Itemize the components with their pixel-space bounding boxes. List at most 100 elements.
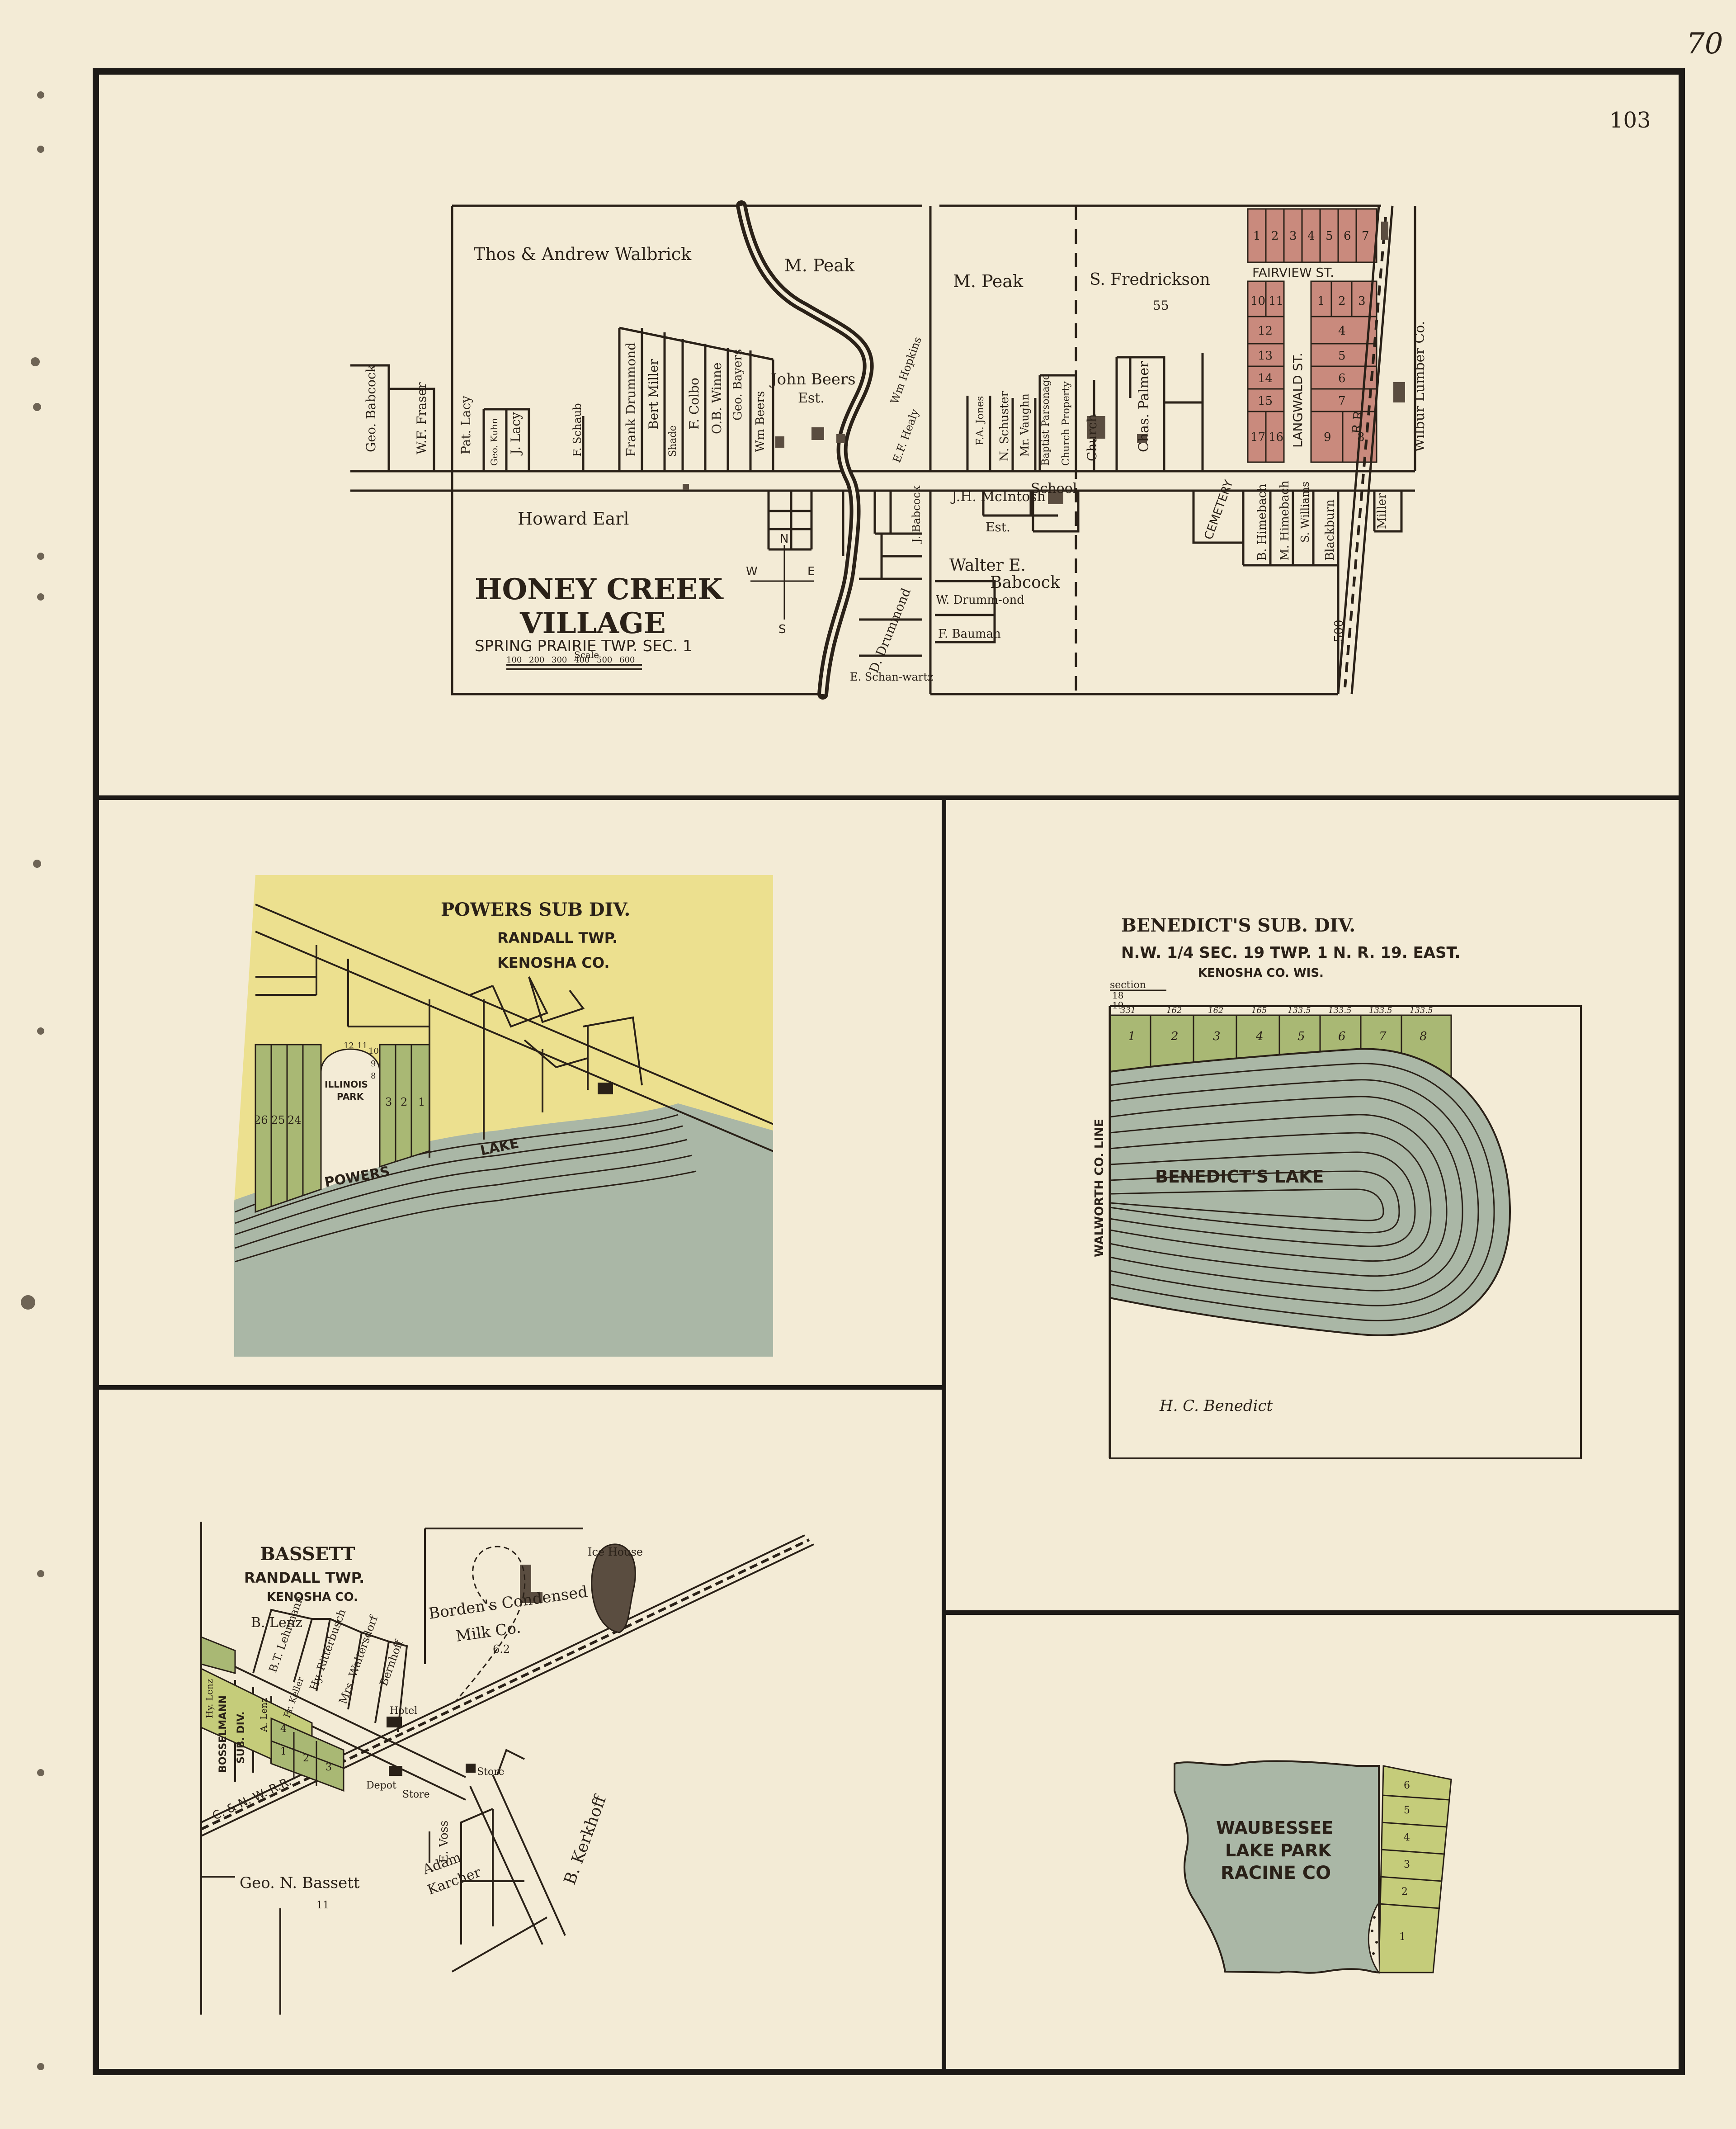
svg-text:M. Peak: M. Peak bbox=[784, 255, 855, 275]
svg-text:S. Williams: S. Williams bbox=[1299, 482, 1311, 543]
svg-text:162: 162 bbox=[1166, 1006, 1182, 1015]
svg-text:10: 10 bbox=[368, 1046, 379, 1056]
svg-text:13: 13 bbox=[1258, 349, 1273, 363]
svg-text:2: 2 bbox=[1338, 294, 1346, 308]
page-number: 103 bbox=[1609, 108, 1651, 133]
svg-text:133.5: 133.5 bbox=[1328, 1006, 1352, 1015]
bassett-line3: KENOSHA CO. bbox=[267, 1590, 358, 1604]
svg-text:BOSSELMANN: BOSSELMANN bbox=[217, 1695, 229, 1773]
svg-text:8: 8 bbox=[1420, 1030, 1427, 1043]
svg-text:F. Colbo: F. Colbo bbox=[687, 378, 702, 430]
powers-line3: KENOSHA CO. bbox=[497, 954, 610, 971]
milk-co-track bbox=[456, 1546, 526, 1701]
ice-house-pond bbox=[591, 1543, 636, 1633]
svg-text:11: 11 bbox=[357, 1041, 368, 1050]
svg-text:12: 12 bbox=[1258, 324, 1273, 338]
svg-text:1: 1 bbox=[1317, 294, 1325, 308]
honey-creek-title-2: VILLAGE bbox=[519, 606, 666, 640]
svg-text:Ice House: Ice House bbox=[588, 1546, 643, 1558]
page-frame bbox=[93, 68, 1685, 2075]
svg-text:LANGWALD ST.: LANGWALD ST. bbox=[1290, 353, 1305, 448]
svg-text:2: 2 bbox=[1170, 1030, 1179, 1043]
svg-text:500: 500 bbox=[1332, 620, 1346, 642]
svg-text:Shade: Shade bbox=[667, 426, 679, 457]
svg-text:200: 200 bbox=[529, 655, 544, 665]
benedict-lot-numbers: 1 2 3 4 5 6 7 8 bbox=[1128, 1030, 1427, 1043]
svg-text:7: 7 bbox=[1338, 394, 1346, 408]
svg-text:17: 17 bbox=[1250, 431, 1265, 444]
svg-text:165: 165 bbox=[1251, 1006, 1267, 1015]
svg-text:School: School bbox=[1031, 481, 1077, 497]
svg-text:Walter E.: Walter E. bbox=[949, 556, 1026, 575]
powers-line2: RANDALL TWP. bbox=[497, 929, 618, 946]
svg-text:Babcock: Babcock bbox=[990, 573, 1061, 592]
powers-title: POWERS SUB DIV. bbox=[441, 899, 630, 920]
svg-text:26: 26 bbox=[254, 1114, 268, 1126]
powers-building bbox=[598, 1083, 613, 1094]
svg-text:Mr. Vaughn: Mr. Vaughn bbox=[1019, 393, 1031, 457]
waubessee-line1: WAUBESSEE bbox=[1216, 1818, 1333, 1838]
svg-text:Depot: Depot bbox=[366, 1780, 396, 1791]
svg-text:Geo. N. Bassett: Geo. N. Bassett bbox=[240, 1874, 360, 1892]
svg-text:14: 14 bbox=[1258, 372, 1273, 385]
svg-text:F. Schaub: F. Schaub bbox=[571, 403, 584, 457]
svg-text:E. Schan-wartz: E. Schan-wartz bbox=[850, 671, 934, 683]
svg-text:Bert Miller: Bert Miller bbox=[646, 359, 661, 430]
svg-text:Chas. Palmer: Chas. Palmer bbox=[1136, 361, 1152, 452]
svg-text:Est.: Est. bbox=[986, 520, 1010, 535]
svg-text:133.5: 133.5 bbox=[1410, 1006, 1433, 1015]
compass-n: N bbox=[780, 532, 788, 546]
svg-text:John Beers: John Beers bbox=[769, 370, 856, 388]
svg-text:SUB. DIV.: SUB. DIV. bbox=[236, 1712, 247, 1764]
svg-text:3: 3 bbox=[1404, 1859, 1410, 1870]
svg-text:55: 55 bbox=[1153, 298, 1169, 313]
svg-text:16: 16 bbox=[1269, 431, 1283, 444]
walworth-county-line: WALWORTH CO. LINE bbox=[1093, 1119, 1106, 1257]
svg-text:4: 4 bbox=[1338, 324, 1346, 338]
svg-text:6: 6 bbox=[1344, 229, 1351, 243]
svg-text:E. Voss: E. Voss bbox=[437, 1821, 451, 1863]
svg-text:400: 400 bbox=[574, 655, 590, 665]
svg-text:Howard Earl: Howard Earl bbox=[518, 509, 629, 529]
svg-text:2: 2 bbox=[401, 1096, 407, 1108]
svg-text:25: 25 bbox=[271, 1114, 285, 1126]
svg-text:4: 4 bbox=[1255, 1030, 1264, 1043]
honey-creek-subtitle: SPRING PRAIRIE TWP. SEC. 1 bbox=[475, 637, 693, 655]
svg-text:133.5: 133.5 bbox=[1288, 1006, 1311, 1015]
svg-text:2: 2 bbox=[303, 1753, 309, 1764]
svg-text:8: 8 bbox=[371, 1071, 376, 1081]
waubessee-land bbox=[1174, 1760, 1380, 1974]
svg-text:N. Schuster: N. Schuster bbox=[998, 391, 1011, 461]
svg-text:3: 3 bbox=[1358, 294, 1366, 308]
svg-text:1: 1 bbox=[1128, 1030, 1136, 1043]
svg-text:24: 24 bbox=[288, 1114, 302, 1126]
waubessee-line2: LAKE PARK bbox=[1225, 1840, 1332, 1860]
bassett-line2: RANDALL TWP. bbox=[244, 1569, 364, 1586]
svg-text:Wm Beers: Wm Beers bbox=[754, 391, 767, 452]
svg-text:5: 5 bbox=[1326, 229, 1333, 243]
svg-text:1: 1 bbox=[280, 1746, 287, 1757]
compass-rose bbox=[750, 545, 814, 620]
powers-sub-div-map: POWERS SUB DIV. RANDALL TWP. KENOSHA CO.… bbox=[234, 875, 773, 1357]
svg-text:7: 7 bbox=[1379, 1030, 1387, 1043]
svg-text:Est.: Est. bbox=[798, 390, 825, 406]
svg-text:3: 3 bbox=[1213, 1030, 1221, 1043]
svg-text:100: 100 bbox=[506, 655, 522, 665]
bassett-lot-numbers: 1 2 3 4 bbox=[280, 1723, 332, 1773]
svg-text:1: 1 bbox=[1399, 1931, 1406, 1943]
svg-text:J.H. McIntosh: J.H. McIntosh bbox=[950, 489, 1046, 505]
svg-text:6: 6 bbox=[1338, 1030, 1346, 1043]
svg-text:133.5: 133.5 bbox=[1369, 1006, 1392, 1015]
svg-text:Frank Drummond: Frank Drummond bbox=[623, 342, 638, 457]
svg-text:J. Babcock: J. Babcock bbox=[910, 485, 923, 544]
svg-text:11: 11 bbox=[1269, 294, 1283, 308]
svg-text:Wilbur Lumber Co.: Wilbur Lumber Co. bbox=[1412, 321, 1428, 452]
svg-text:2: 2 bbox=[1401, 1886, 1408, 1897]
svg-text:Geo. Bayers: Geo. Bayers bbox=[731, 349, 745, 421]
svg-text:Baptist Parsonage: Baptist Parsonage bbox=[1040, 374, 1052, 466]
svg-text:5: 5 bbox=[1297, 1030, 1305, 1043]
svg-text:R.R.: R.R. bbox=[1349, 406, 1366, 435]
benedict-owner: H. C. Benedict bbox=[1159, 1397, 1273, 1415]
benedicts-lake bbox=[1110, 1048, 1511, 1336]
svg-text:12: 12 bbox=[344, 1041, 354, 1050]
